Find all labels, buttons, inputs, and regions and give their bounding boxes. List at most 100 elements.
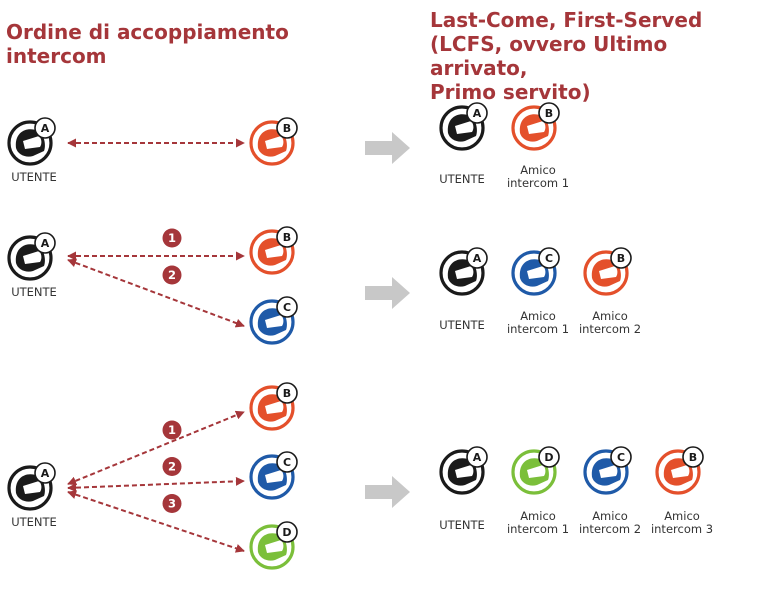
user-helmet-a: A	[7, 232, 56, 281]
helmet-letter: A	[41, 467, 50, 480]
helmet-letter: A	[41, 237, 50, 250]
pairing-arrow	[67, 410, 245, 486]
helmet-letter: C	[617, 451, 625, 464]
step-number-badge: 2	[162, 265, 182, 285]
helmet-letter: B	[283, 231, 291, 244]
result-helmet-b: B	[511, 102, 560, 151]
result-helmet-a: A	[439, 247, 488, 296]
helmet-letter: A	[473, 107, 482, 120]
visor-icon	[265, 470, 284, 483]
step-number-badge: 3	[162, 494, 182, 513]
visor-icon	[265, 540, 284, 553]
letter-badge	[610, 446, 632, 468]
helmet-letter: A	[41, 122, 50, 135]
user-label: UTENTE	[439, 518, 485, 532]
user-label: UTENTE	[11, 285, 57, 299]
visor-icon	[455, 465, 474, 478]
visor-icon	[23, 481, 42, 494]
helmet-letter: B	[283, 122, 291, 135]
visor-icon	[265, 245, 284, 258]
visor-icon	[599, 465, 618, 478]
friend-label: intercom 1	[507, 522, 569, 536]
step-number-badge: 1	[162, 228, 182, 248]
letter-badge	[466, 446, 488, 468]
pairing-order-heading: Ordine di accoppiamento intercom	[6, 20, 289, 68]
step-badge-circle	[162, 228, 182, 248]
visor-icon	[265, 401, 284, 414]
user-label: UTENTE	[439, 172, 485, 186]
letter-badge	[276, 117, 298, 139]
helmet-letter: B	[689, 451, 697, 464]
visor-icon	[599, 266, 618, 279]
visor-icon	[671, 465, 690, 478]
friend-label: intercom 1	[507, 322, 569, 336]
helmet-letter: B	[283, 387, 291, 400]
result-arrow-icon	[365, 277, 410, 309]
letter-badge	[538, 102, 560, 124]
visor-icon	[23, 251, 42, 264]
helmet-letter: C	[283, 456, 291, 469]
visor-icon	[455, 121, 474, 134]
step-badge-circle	[162, 420, 182, 440]
step-number: 1	[168, 423, 176, 437]
friend-label: intercom 2	[579, 522, 641, 536]
target-helmet-c: C	[249, 451, 298, 500]
step-number: 3	[168, 497, 176, 511]
visor-icon	[527, 465, 546, 478]
step-badge-circle	[162, 265, 182, 285]
helmet-letter: C	[545, 252, 553, 265]
visor-icon	[455, 266, 474, 279]
user-label: UTENTE	[439, 318, 485, 332]
result-helmet-b: B	[583, 247, 632, 296]
letter-badge	[276, 521, 298, 543]
helmet-letter: C	[283, 301, 291, 314]
helmet-letter: D	[282, 526, 291, 539]
result-helmet-b: B	[655, 446, 704, 495]
visor-icon	[23, 136, 42, 149]
result-helmet-c: C	[583, 446, 632, 495]
step-badge-circle	[162, 457, 182, 476]
friend-label: Amico	[520, 309, 556, 323]
letter-badge	[34, 462, 56, 484]
result-arrow-icon	[365, 132, 410, 164]
letter-badge	[682, 446, 704, 468]
letter-badge	[466, 102, 488, 124]
step-number-badge: 2	[162, 457, 182, 476]
target-helmet-d: D	[249, 521, 298, 570]
user-helmet-a: A	[7, 462, 56, 511]
step-number: 2	[168, 460, 176, 474]
friend-label: Amico	[664, 509, 700, 523]
letter-badge	[276, 226, 298, 248]
helmet-letter: B	[545, 107, 553, 120]
user-label: UTENTE	[11, 170, 57, 184]
friend-label: Amico	[592, 509, 628, 523]
result-helmet-a: A	[439, 102, 488, 151]
letter-badge	[466, 247, 488, 269]
visor-icon	[527, 266, 546, 279]
target-helmet-b: B	[249, 382, 298, 431]
target-helmet-c: C	[249, 296, 298, 345]
helmet-letter: D	[544, 451, 553, 464]
pairing-arrow	[67, 258, 245, 328]
result-helmet-c: C	[511, 247, 560, 296]
target-helmet-b: B	[249, 117, 298, 166]
helmet-letter: A	[473, 252, 482, 265]
friend-label: Amico	[592, 309, 628, 323]
friend-label: intercom 1	[507, 176, 569, 190]
result-helmet-a: A	[439, 446, 488, 495]
friend-label: Amico	[520, 163, 556, 177]
letter-badge	[538, 446, 560, 468]
step-number: 1	[168, 231, 176, 245]
visor-icon	[265, 315, 284, 328]
visor-icon	[527, 121, 546, 134]
letter-badge	[34, 117, 56, 139]
step-number-badge: 1	[162, 420, 182, 440]
step-badge-circle	[162, 494, 182, 513]
friend-label: intercom 2	[579, 322, 641, 336]
friend-label: intercom 3	[651, 522, 713, 536]
pairing-arrow	[67, 490, 245, 553]
letter-badge	[34, 232, 56, 254]
letter-badge	[276, 451, 298, 473]
pairing-arrow	[67, 476, 245, 493]
